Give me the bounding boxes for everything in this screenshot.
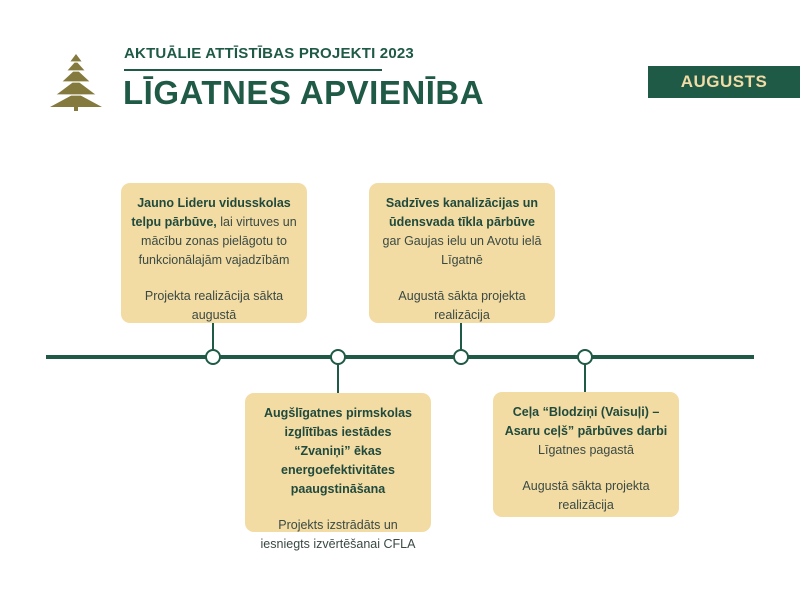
timeline-node-4 <box>577 349 593 365</box>
project-card-4: Ceļa “Blodziņi (Vaisuļi) – Asaru ceļš” p… <box>493 392 679 517</box>
title-divider <box>124 69 382 71</box>
timeline-stem-4 <box>584 357 586 392</box>
timeline-node-2 <box>330 349 346 365</box>
header-supertitle: AKTUĀLIE ATTĪSTĪBAS PROJEKTI 2023 <box>124 45 414 62</box>
timeline-stem-3 <box>460 322 462 357</box>
project-card-4-status: Augustā sākta projekta realizācija <box>522 479 650 512</box>
timeline-line <box>46 355 754 359</box>
project-card-3: Sadzīves kanalizācijas un ūdensvada tīkl… <box>369 183 555 323</box>
timeline-stem-2 <box>337 357 339 393</box>
project-card-4-title: Ceļa “Blodziņi (Vaisuļi) – Asaru ceļš” p… <box>504 405 668 438</box>
project-card-1-description: lai virtuves un mācību zonas pielāgotu t… <box>138 215 297 267</box>
project-card-2-status: Projekts izstrādāts un iesniegts izvērtē… <box>260 518 416 551</box>
project-card-2-title: Augšlīgatnes pirmskolas izglītības iestā… <box>264 406 412 496</box>
project-card-2: Augšlīgatnes pirmskolas izglītības iestā… <box>245 393 431 551</box>
timeline-node-3 <box>453 349 469 365</box>
project-card-3-text: Sadzīves kanalizācijas un ūdensvada tīkl… <box>379 194 545 270</box>
project-card-1-title: Jauno Lideru vidusskolas telpu pārbūve, <box>131 196 291 229</box>
project-card-3-title: Sadzīves kanalizācijas un ūdensvada tīkl… <box>385 196 539 229</box>
timeline-stem-1 <box>212 322 214 357</box>
tree-logo-icon <box>50 54 102 111</box>
project-card-3-status: Augustā sākta projekta realizācija <box>398 289 526 322</box>
timeline-node-1 <box>205 349 221 365</box>
project-card-4-description: Līgatnes pagastā <box>538 443 634 457</box>
month-badge: AUGUSTS <box>648 66 800 98</box>
project-card-1-text: Jauno Lideru vidusskolas telpu pārbūve, … <box>131 194 297 270</box>
page-title: LĪGATNES APVIENĪBA <box>123 74 485 111</box>
project-card-1-status: Projekta realizācija sākta augustā <box>144 289 284 322</box>
project-card-3-description: gar Gaujas ielu un Avotu ielā Līgatnē <box>382 234 542 267</box>
project-card-1: Jauno Lideru vidusskolas telpu pārbūve, … <box>121 183 307 323</box>
